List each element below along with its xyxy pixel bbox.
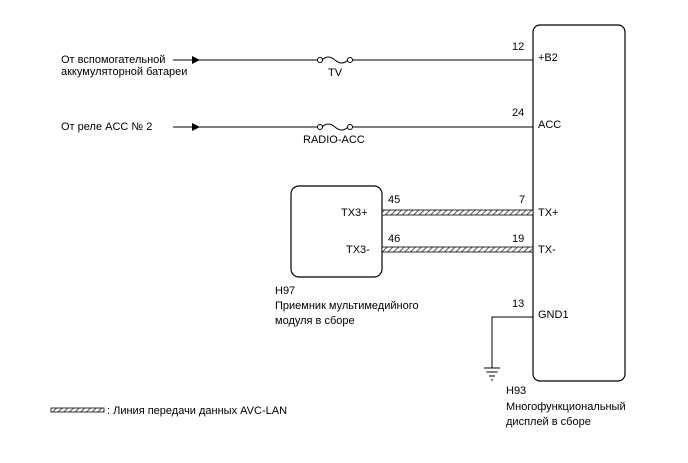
receiver-pin-name: TX3- — [346, 244, 370, 256]
avc-lan-tx-minus-line — [381, 246, 534, 253]
display-pin-name: TX+ — [538, 207, 558, 219]
receiver-name-line1: Приемник мультимедийного — [275, 300, 419, 312]
fuse-tv-label: TV — [328, 67, 343, 79]
receiver-box — [290, 185, 383, 278]
receiver-pin-num: 46 — [388, 233, 400, 245]
display-pin-name: GND1 — [538, 309, 569, 321]
fuse-radio-acc-icon — [321, 123, 349, 131]
display-box — [532, 24, 626, 382]
receiver-code: H97 — [275, 285, 295, 297]
display-pin-num: 13 — [512, 298, 524, 310]
legend-avc-lan-label: : Линия передачи данных AVC-LAN — [107, 405, 287, 417]
avc-lan-tx-plus-line — [381, 209, 534, 216]
display-pin-name: +B2 — [538, 52, 558, 64]
source-aux-battery-line1: От вспомогательной — [61, 54, 165, 66]
receiver-pin-num: 45 — [388, 194, 400, 206]
ground-wire — [484, 316, 533, 381]
fuse-radio-acc-label: RADIO-ACC — [303, 134, 365, 146]
source-aux-battery-line2: аккумуляторной батареи — [61, 66, 187, 78]
b2-wire — [173, 56, 533, 64]
ground-icon — [484, 367, 500, 381]
display-code: H93 — [506, 385, 526, 397]
receiver-pin-name: TX3+ — [341, 207, 368, 219]
fuse-tv-icon — [321, 56, 349, 64]
display-name-line1: Многофункциональный — [506, 401, 626, 413]
display-name-line2: дисплей в сборе — [506, 416, 591, 428]
receiver-name-line2: модуля в сборе — [275, 315, 355, 327]
display-pin-num: 24 — [512, 107, 524, 119]
display-pin-num: 19 — [512, 233, 524, 245]
source-acc-relay: От реле ACC № 2 — [61, 121, 152, 133]
display-pin-name: TX- — [538, 244, 556, 256]
display-pin-num: 7 — [519, 194, 525, 206]
acc-wire — [173, 123, 533, 131]
display-pin-num: 12 — [512, 41, 524, 53]
legend-avc-lan-swatch — [50, 407, 105, 413]
display-pin-name: ACC — [538, 119, 561, 131]
